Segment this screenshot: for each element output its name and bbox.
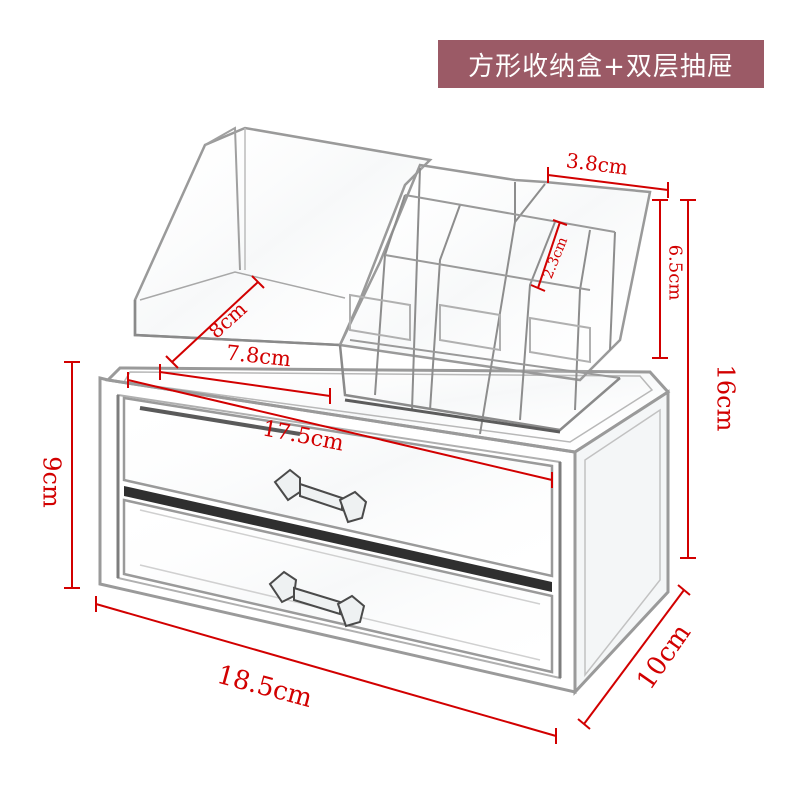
title-banner: 方形收纳盒+双层抽屉 [438, 40, 764, 88]
dim-line-base-width [95, 603, 557, 737]
title-text: 方形收纳盒+双层抽屉 [468, 51, 734, 82]
dim-line-tray-depth [171, 281, 259, 363]
label-total-height: 16cm [711, 364, 740, 432]
dim-line-compartment-width [547, 174, 669, 191]
drawer-handle-upper [273, 468, 368, 524]
dim-line-tray-width [159, 371, 331, 397]
label-compartment-height: 6.5cm [664, 244, 686, 301]
drawer-cabinet [98, 366, 671, 696]
drawer-handle-lower [268, 570, 366, 628]
label-drawer-height: 9cm [37, 456, 66, 508]
dim-line-base-depth [583, 589, 685, 725]
dim-line-top-width [127, 379, 553, 481]
dim-line-compartment-depth [537, 221, 561, 289]
top-organizer [133, 126, 652, 435]
